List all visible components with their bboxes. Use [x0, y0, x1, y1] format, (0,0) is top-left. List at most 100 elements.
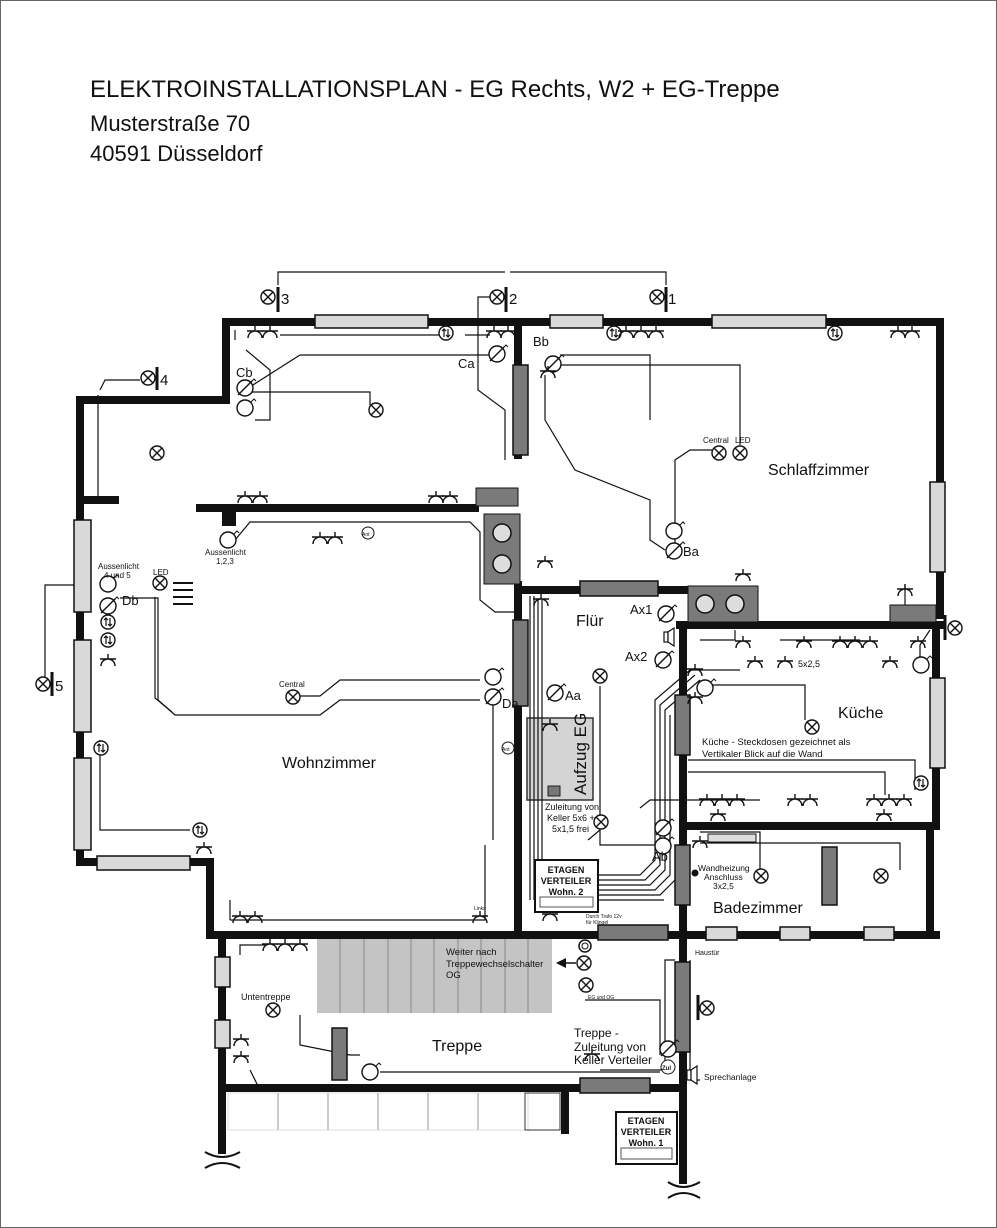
- power-socket-icon: [540, 366, 556, 379]
- door: [597, 924, 669, 941]
- window: [779, 926, 811, 941]
- door: [579, 580, 659, 597]
- switch-icon: [546, 683, 567, 702]
- arrows-icon: [173, 582, 193, 605]
- board-line: ETAGEN: [548, 865, 585, 875]
- label-ant: Ant: [362, 532, 370, 538]
- power-socket-icon: [787, 794, 803, 807]
- switch-icon: [361, 1062, 382, 1081]
- ceiling-light-icon: [753, 868, 769, 884]
- label-links: Links: [474, 906, 486, 912]
- windows: [73, 314, 946, 1049]
- switch-label-cb: Cb: [236, 365, 253, 380]
- chimney-2: [687, 585, 937, 623]
- distribution-board-wohn1: ETAGEN VERTEILER Wohn. 1: [615, 1111, 678, 1165]
- power-socket-icon: [442, 491, 458, 504]
- power-socket-icon: [486, 326, 502, 339]
- power-socket-icon: [247, 911, 263, 924]
- power-socket-icon: [847, 636, 863, 649]
- power-socket-icon: [232, 911, 248, 924]
- switch-icon: [654, 836, 675, 855]
- room-labels: Schlaffzimmer Flür Küche Wohnzimmer Bade…: [282, 462, 883, 1055]
- door: [512, 364, 529, 456]
- door: [674, 844, 691, 906]
- label-zuleitung-keller: 5x1,5 frei: [552, 824, 589, 834]
- door: [331, 1027, 348, 1081]
- window: [929, 481, 946, 573]
- label-weiter: Weiter nach: [446, 947, 497, 958]
- door: [674, 961, 691, 1053]
- ceiling-light-icon: [711, 445, 727, 461]
- ceiling-light-icon: [593, 814, 609, 830]
- label-central: Central: [279, 680, 305, 689]
- door: [674, 694, 691, 756]
- power-socket-icon: [881, 794, 897, 807]
- wiring: [44, 271, 931, 1091]
- annotations: Central LED Aussenlicht 1,2,3 Aussenlich…: [98, 436, 851, 1082]
- window: [314, 314, 429, 329]
- window: [711, 314, 827, 329]
- label-5x25: 5x2,5: [798, 659, 820, 669]
- power-socket-icon: [890, 326, 906, 339]
- label-eg-og: EG und OG: [588, 995, 614, 1001]
- power-socket-icon: [832, 636, 848, 649]
- power-socket-icon: [866, 794, 882, 807]
- window: [705, 926, 738, 941]
- label-treppe-zuleitung: Keller Verteiler: [574, 1053, 652, 1067]
- window: [73, 639, 92, 733]
- label-treppe-zuleitung: Zuleitung von: [574, 1040, 646, 1054]
- ceiling-light-icon: [149, 445, 165, 461]
- switch-icon: [665, 541, 686, 560]
- door: [579, 1077, 651, 1094]
- heating-connection-icon: [691, 869, 699, 877]
- ceiling-light-icon: [35, 676, 51, 692]
- ceiling-light-icon: [489, 289, 505, 305]
- antenna-sockets: Ant Ant Zul: [361, 526, 676, 1075]
- power-socket-icon: [633, 326, 649, 339]
- board-line: VERTEILER: [541, 876, 592, 886]
- doors: [331, 364, 838, 1094]
- label-untentreppe: Untentreppe: [241, 992, 291, 1002]
- window: [549, 314, 604, 329]
- power-socket-icon: [904, 326, 920, 339]
- speaker-icon: [663, 626, 698, 1086]
- power-socket-icon: [247, 326, 263, 339]
- door: [512, 619, 529, 707]
- label-kueche-note: Vertikaler Blick auf die Wand: [702, 749, 823, 760]
- lamps: [35, 289, 963, 1018]
- switch-labels: Ca Cb Bb Ba Db Da Aa Ab Ax1 Ax2: [122, 334, 700, 864]
- power-socket-icon: [618, 326, 634, 339]
- address-city: 40591 Düsseldorf: [90, 141, 263, 166]
- switch-icon: [484, 667, 505, 686]
- label-led: LED: [735, 436, 751, 445]
- power-socket-icon: [710, 809, 726, 822]
- label-aussenlicht-number: 1,2,3: [216, 557, 234, 566]
- power-socket-icon: [327, 532, 343, 545]
- power-socket-icon: [735, 636, 751, 649]
- label-aussenlicht-number: 4 und 5: [104, 571, 131, 580]
- wall-pillar: [222, 508, 236, 526]
- power-socket-icon: [747, 656, 763, 669]
- room-badezimmer: Badezimmer: [713, 900, 803, 917]
- ceiling-light-icon: [804, 719, 820, 735]
- power-socket-icon: [262, 326, 278, 339]
- staircase: [227, 935, 561, 1131]
- label-wandheizung: Anschluss: [704, 872, 743, 882]
- doorbell-icon: [578, 939, 592, 953]
- label-treppe-zuleitung: Treppe -: [574, 1026, 619, 1040]
- label-trafo: Durch Trafo 12v: [586, 914, 622, 920]
- ceiling-light-icon: [592, 668, 608, 684]
- power-socket-icon: [648, 326, 664, 339]
- power-socket-icon: [777, 656, 793, 669]
- power-socket-icon: [537, 556, 553, 569]
- outdoor-light-number: 5: [55, 678, 63, 695]
- label-wandheizung: Wandheizung: [698, 863, 750, 873]
- power-socket-icon: [910, 636, 926, 649]
- label-central: Central: [703, 436, 729, 445]
- ceiling-light-icon: [649, 289, 665, 305]
- power-socket-icon: [100, 654, 116, 667]
- ceiling-light-icon: [873, 868, 889, 884]
- switch-icon: [488, 344, 509, 363]
- outdoor-light-number: 3: [281, 291, 289, 308]
- chimney-1: [475, 487, 521, 585]
